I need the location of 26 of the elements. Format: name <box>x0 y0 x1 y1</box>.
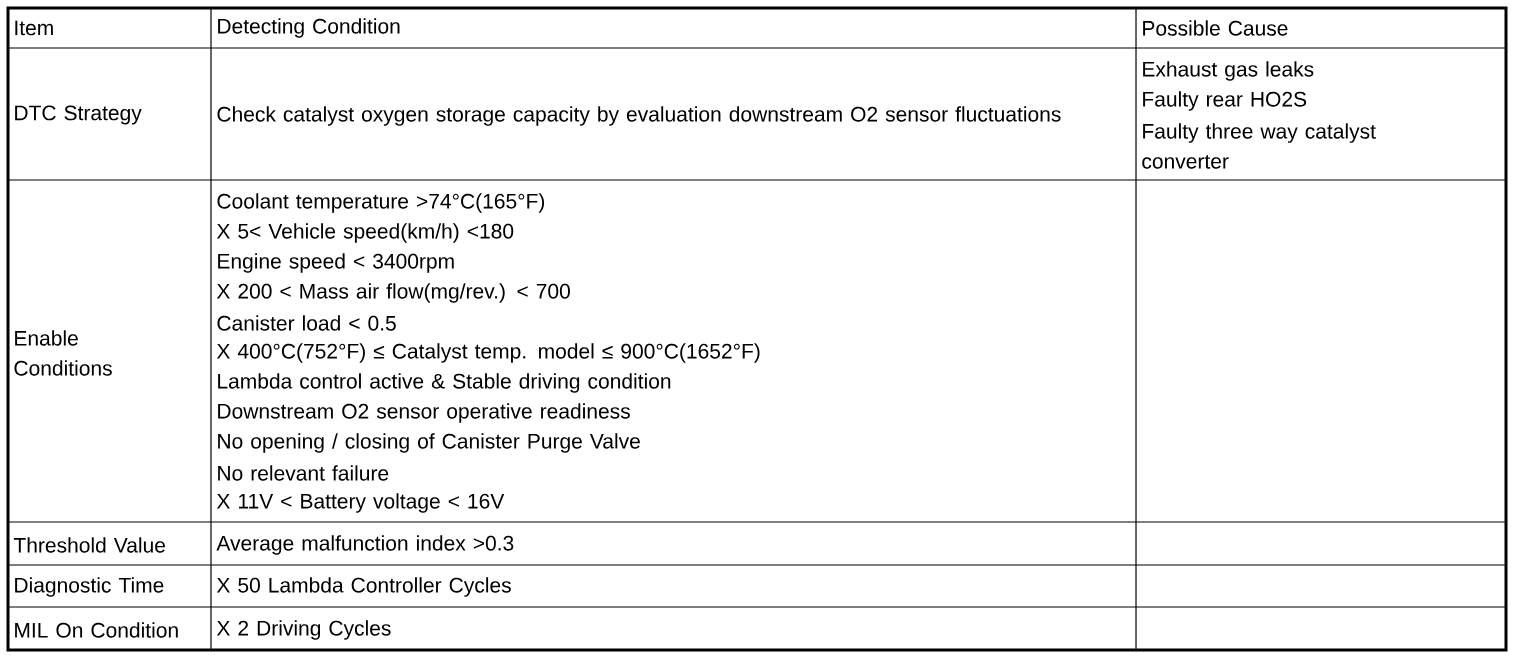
condition-text: X 200 < Mass air flow(mg/rev.) < 700 <box>216 283 570 303</box>
header-text: Possible Cause <box>1143 20 1288 36</box>
condition-text: No opening / closing of Canister Purge Valve <box>218 433 640 453</box>
row-label: Threshold Value <box>13 537 165 553</box>
cause-text: Faulty three way catalyst converter <box>1142 123 1376 169</box>
condition-text: Average malfunction index >0.3 <box>216 535 514 555</box>
cause-text: Faulty rear HO2S <box>1143 91 1307 111</box>
condition-text: No relevant failure <box>218 465 389 481</box>
condition-text: Canister load < 0.5 <box>217 315 396 331</box>
condition-text: Check catalyst oxygen storage capacity by evaluation downstream O2 sensor fluctuations <box>217 106 1061 126</box>
condition-text: Downstream O2 sensor operative readiness <box>218 403 630 423</box>
condition-text: Lambda control active & Stable driving condition <box>218 373 671 393</box>
row-label: DTC Strategy <box>15 105 142 125</box>
condition-text: X 400°C(752°F) ≤ Catalyst temp. model ≤ 900°C(1652°F) <box>216 343 760 363</box>
header-text: Detecting Condition <box>218 18 400 38</box>
condition-text: X 5< Vehicle speed(km/h) <180 <box>216 223 514 243</box>
condition-text: X 11V < Battery voltage < 16V <box>216 493 505 513</box>
row-label: MIL On Condition <box>15 622 178 638</box>
row-label: Enable Conditions <box>14 330 112 376</box>
condition-text: X 50 Lambda Controller Cycles <box>216 577 511 597</box>
row-label: Diagnostic Time <box>15 577 164 597</box>
condition-text: X 2 Driving Cycles <box>216 620 391 640</box>
condition-text: Coolant temperature >74°C(165°F) <box>217 193 545 213</box>
header-text: Item <box>15 20 53 36</box>
cause-text: Exhaust gas leaks <box>1143 61 1314 81</box>
condition-text: Engine speed < 3400rpm <box>218 253 454 273</box>
